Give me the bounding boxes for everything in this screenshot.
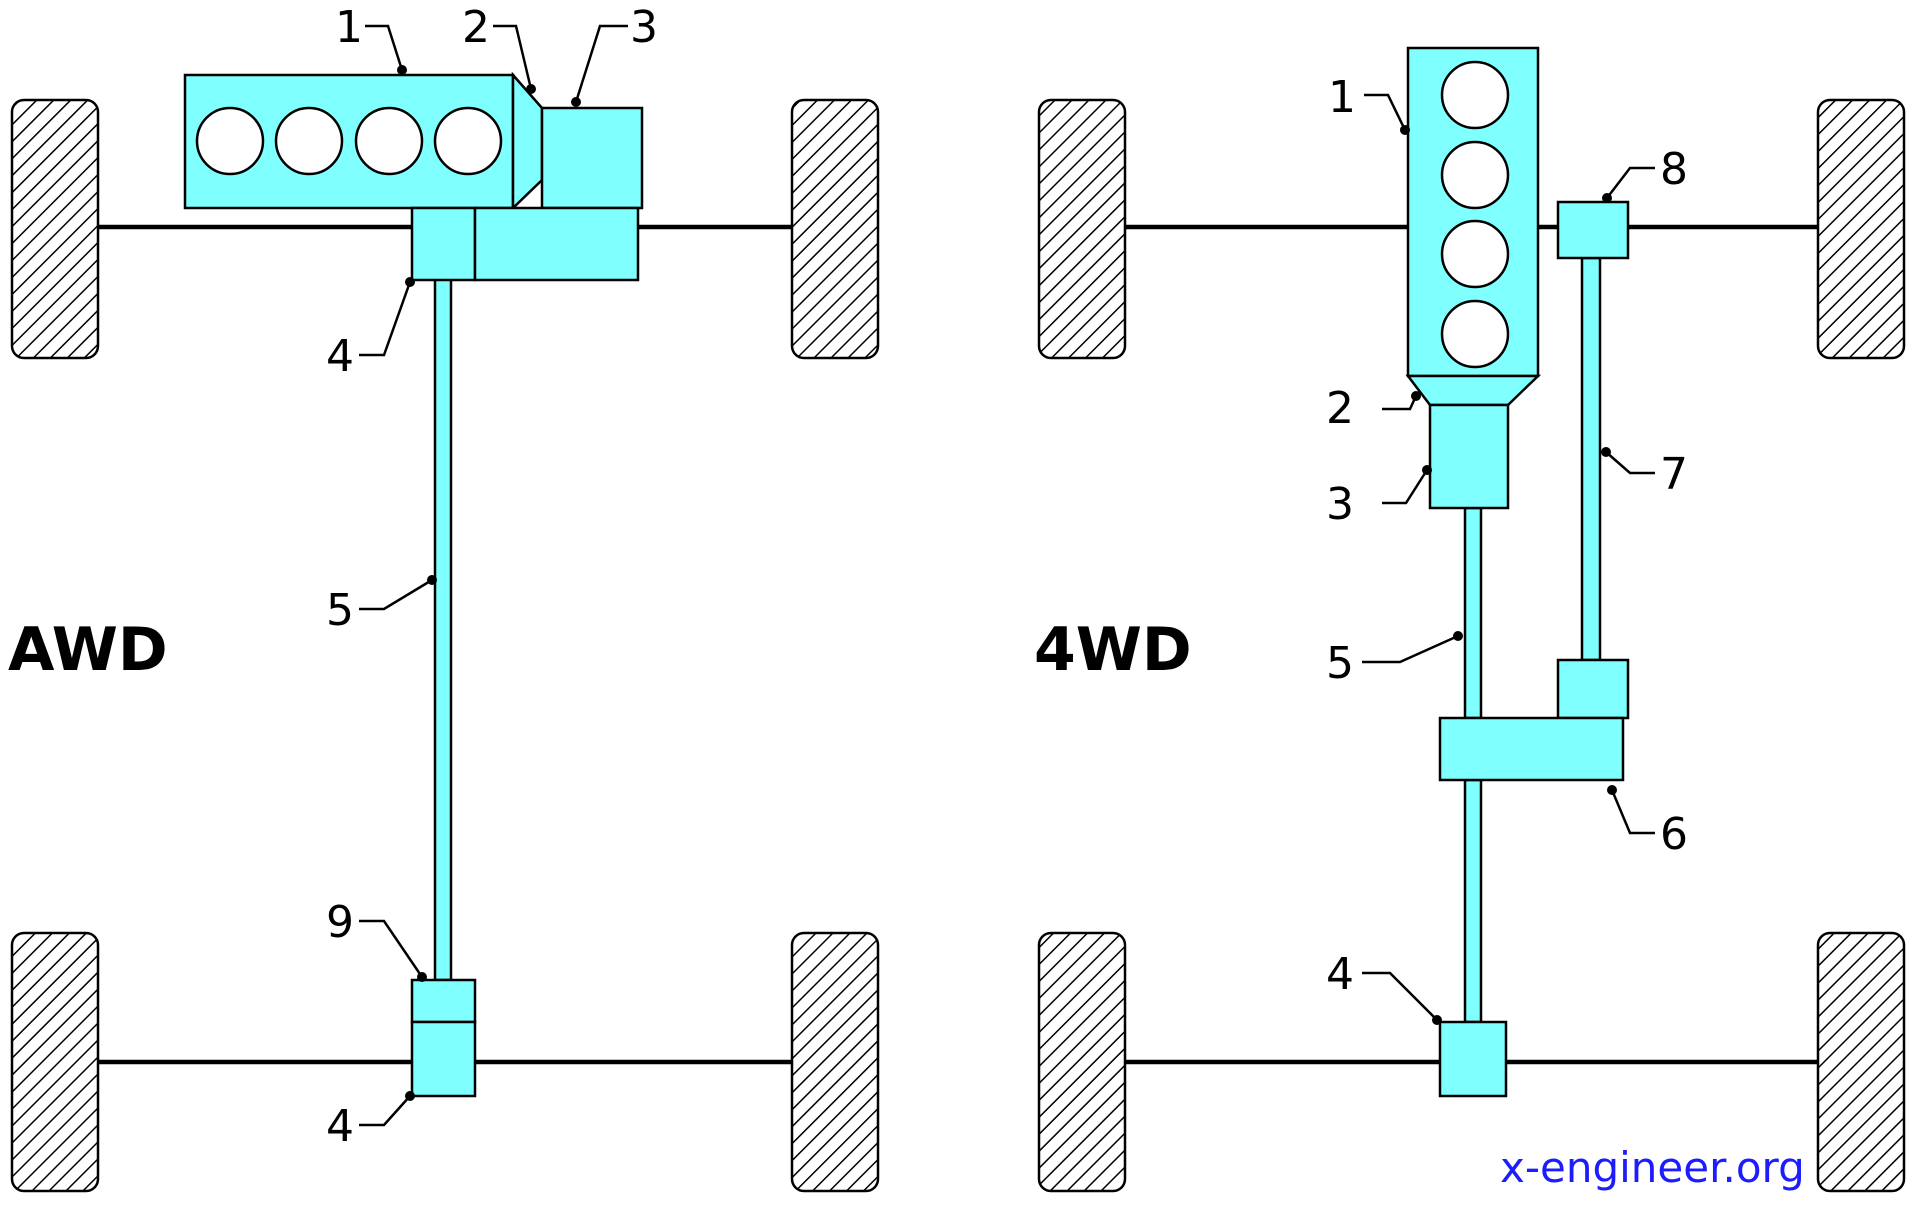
4wd-rear-left-wheel [1037,931,1127,1193]
awd-transaxle [473,206,640,282]
4wd-engine [1406,46,1540,378]
svg-text:4: 4 [326,331,354,382]
svg-text:1: 1 [335,2,363,53]
awd-rear-right-wheel [790,931,880,1193]
awd-front-right-wheel [790,98,880,360]
4wd-callout-engine: 1 [1328,72,1410,135]
4wd-front-left-wheel [1037,98,1127,360]
awd-rear-left-wheel [10,931,100,1193]
awd-clutch [511,71,544,211]
awd-engine [183,73,515,210]
awd-prop-shaft [433,276,453,982]
4wd-title: 4WD [1034,615,1192,685]
svg-text:4: 4 [326,1101,354,1152]
4wd-transfer-case-output [1556,658,1630,720]
awd-title: AWD [8,615,168,685]
4wd-callout-clutch: 2 [1326,383,1421,434]
4wd-prop-shaft-upper [1463,506,1483,720]
awd-callout-engine: 1 [335,2,407,75]
4wd-gearbox [1428,403,1510,510]
svg-text:3: 3 [630,2,658,53]
svg-text:5: 5 [1326,638,1354,689]
4wd-layout: 1 2 3 5 4 8 7 [1034,46,1906,1193]
svg-text:4: 4 [1326,949,1354,1000]
awd-callout-front-diff: 4 [326,277,415,382]
svg-text:2: 2 [1326,383,1354,434]
4wd-rear-differential [1438,1020,1508,1098]
4wd-callout-gearbox: 3 [1326,465,1432,530]
svg-text:7: 7 [1660,449,1688,500]
4wd-callout-front-shaft: 7 [1601,447,1688,500]
4wd-front-shaft [1580,256,1602,662]
svg-text:9: 9 [326,897,354,948]
awd-gearbox [540,106,644,210]
svg-text:3: 3 [1326,479,1354,530]
awd-callout-gearbox: 3 [571,2,658,107]
4wd-callout-prop-shaft: 5 [1326,631,1463,689]
awd-front-left-wheel [10,98,100,360]
4wd-callout-transfer-case: 6 [1607,785,1688,860]
svg-text:2: 2 [462,2,490,53]
awd-callout-clutch: 2 [462,2,536,94]
svg-text:1: 1 [1328,72,1356,123]
4wd-front-right-wheel [1816,98,1906,360]
awd-rear-coupling [410,978,477,1024]
awd-front-differential [410,206,477,282]
4wd-clutch [1405,374,1542,407]
svg-text:6: 6 [1660,809,1688,860]
awd-layout: 1 2 3 4 5 9 4 [8,2,880,1193]
4wd-prop-shaft-lower [1463,778,1483,1024]
svg-text:8: 8 [1660,144,1688,195]
4wd-rear-right-wheel [1816,931,1906,1193]
awd-rear-differential [410,1020,477,1098]
4wd-callout-rear-diff: 4 [1326,949,1442,1025]
4wd-front-differential [1556,200,1630,260]
4wd-transfer-case [1438,716,1625,782]
4wd-callout-front-diff: 8 [1602,144,1688,203]
awd-callout-prop-shaft: 5 [326,575,437,636]
svg-text:5: 5 [326,585,354,636]
awd-callout-rear-diff: 4 [326,1091,415,1152]
watermark: x-engineer.org [1500,1143,1805,1192]
awd-callout-rear-coupling: 9 [326,897,427,982]
